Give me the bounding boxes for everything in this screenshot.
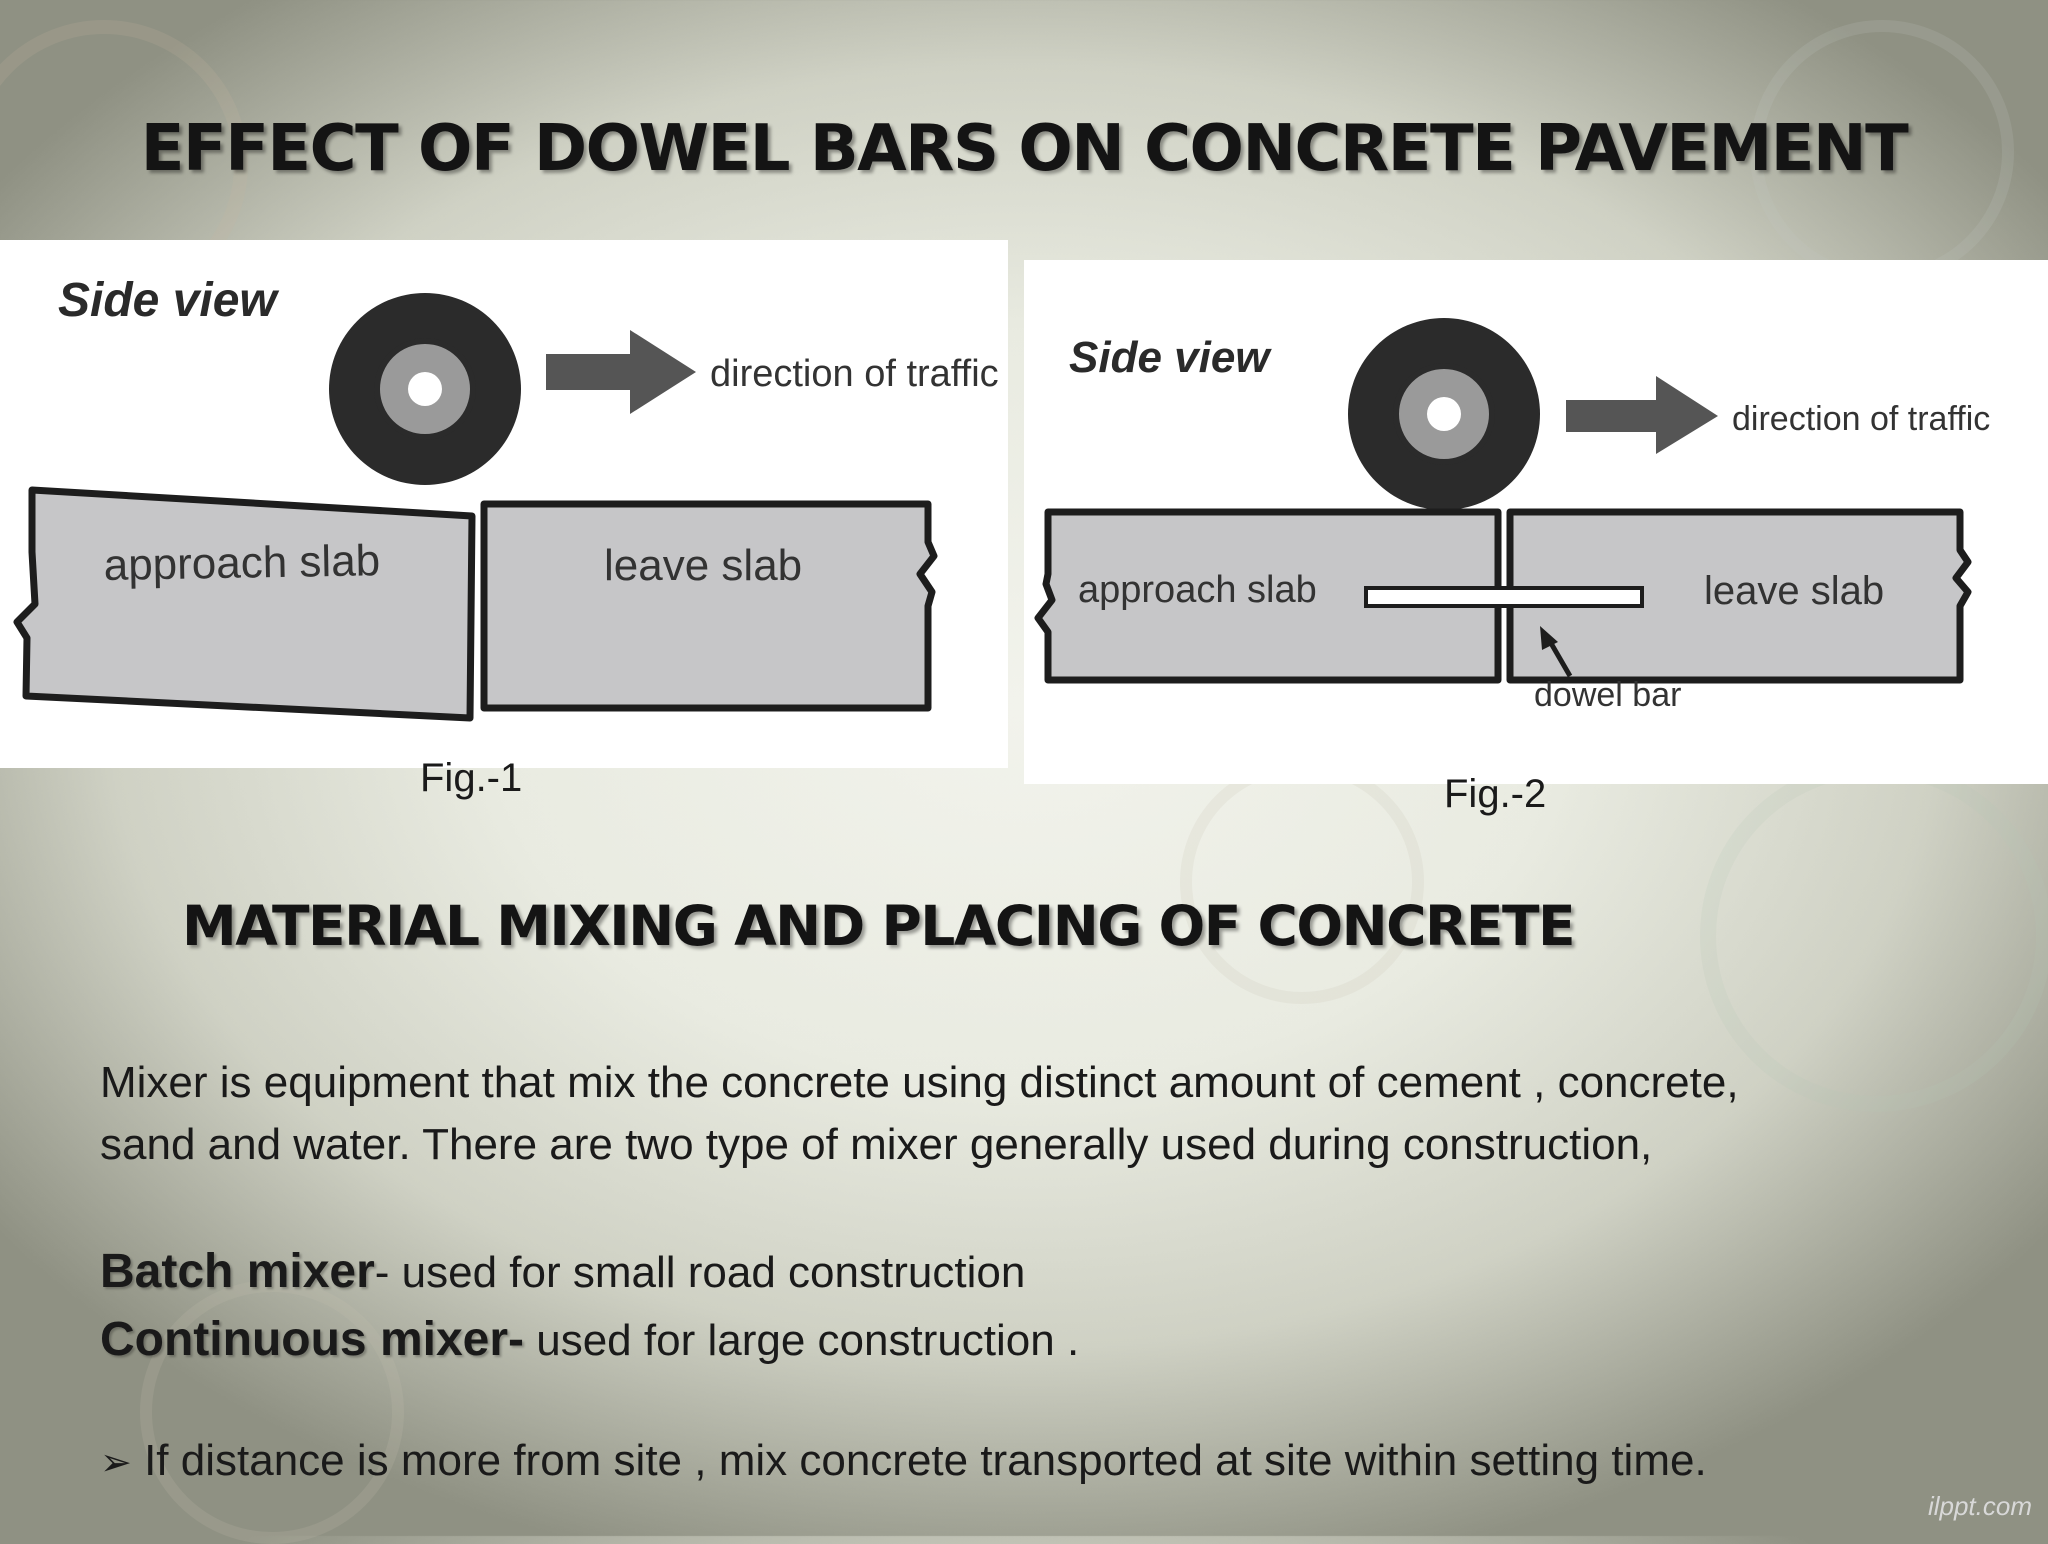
approach-slab-label: approach slab (1078, 569, 1317, 611)
traffic-arrow-icon (1566, 376, 1718, 454)
dowel-bar-pointer-icon (1540, 626, 1573, 678)
background-swirl (1700, 760, 2048, 1112)
wheel-icon (1348, 318, 1540, 510)
approach-slab (13, 486, 476, 722)
side-view-label: Side view (1069, 333, 1272, 382)
paragraph-line: sand and water. There are two type of mi… (100, 1120, 1653, 1169)
bullet-text: If distance is more from site , mix conc… (144, 1436, 1707, 1485)
arrow-bullet-icon: ➢ (100, 1440, 132, 1484)
page-title: EFFECT OF DOWEL BARS ON CONCRETE PAVEMEN… (140, 112, 1909, 186)
figure-1: Side view direction of traffic approach … (0, 240, 1008, 768)
background-swirl (1180, 760, 1424, 1004)
leave-slab (1506, 508, 1972, 684)
leave-slab-label: leave slab (604, 541, 802, 590)
figure-1-caption: Fig.-1 (420, 756, 523, 800)
continuous-mixer-item: Continuous mixer- used for large constru… (100, 1312, 1079, 1367)
figure-2: Side view direction of traffic approach … (1024, 260, 2048, 784)
side-view-label: Side view (58, 274, 279, 327)
approach-slab-label: approach slab (103, 536, 380, 590)
continuous-mixer-description: used for large construction . (524, 1316, 1080, 1365)
paragraph-line: Mixer is equipment that mix the concrete… (100, 1058, 1739, 1107)
batch-mixer-description: - used for small road construction (374, 1248, 1026, 1297)
dowel-bar (1364, 586, 1644, 608)
batch-mixer-item: Batch mixer- used for small road constru… (100, 1244, 1025, 1299)
leave-slab (480, 500, 938, 712)
intro-paragraph: Mixer is equipment that mix the concrete… (100, 1052, 1739, 1176)
direction-label: direction of traffic (1732, 400, 1990, 438)
bullet-item: ➢ If distance is more from site , mix co… (100, 1436, 1707, 1486)
leave-slab-label: leave slab (1704, 569, 1884, 613)
wheel-icon (329, 293, 521, 485)
dowel-bar-label: dowel bar (1534, 676, 1681, 714)
continuous-mixer-term: Continuous mixer- (100, 1313, 525, 1366)
traffic-arrow-icon (546, 330, 696, 414)
figure-2-caption: Fig.-2 (1444, 772, 1547, 816)
batch-mixer-term: Batch mixer (100, 1245, 375, 1298)
direction-label: direction of traffic (710, 353, 999, 395)
section-heading: MATERIAL MIXING AND PLACING OF CONCRETE (182, 894, 1576, 958)
watermark-logo: ilppt.com (1927, 1491, 2032, 1521)
